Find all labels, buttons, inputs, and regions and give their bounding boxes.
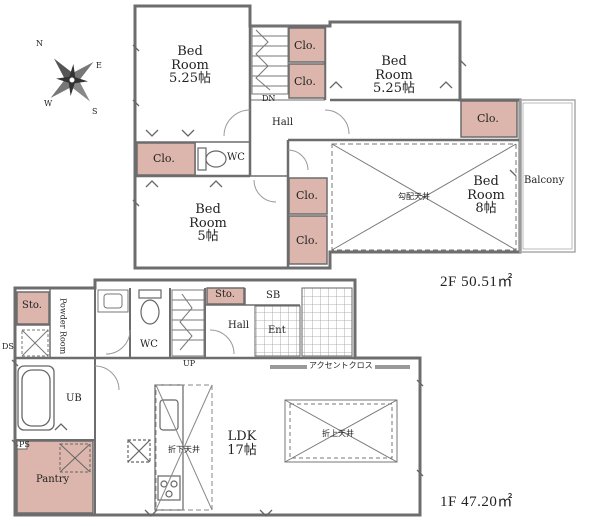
- balcony-label: Balcony: [524, 175, 565, 186]
- wc-1f: WC: [140, 339, 158, 350]
- stairs-up-label: UP: [183, 359, 196, 368]
- wc-2f: WC: [227, 152, 245, 163]
- ldk-size: 17帖: [227, 442, 257, 458]
- bed-room-nw: Bed Room 5.25帖: [160, 45, 220, 86]
- closet-2f-5: Clo.: [296, 189, 318, 202]
- second-floor-stairs: [251, 25, 289, 95]
- floor1-area-summary: 1F 47.20㎡: [440, 494, 513, 510]
- bed-room-ne-size: 5.25帖: [373, 81, 415, 97]
- bed-room-ne-name: Bed Room: [375, 54, 413, 83]
- ldk-label: LDK 17帖: [218, 430, 266, 457]
- entrance-tiles: [254, 287, 353, 357]
- powder-room-label: Powder Room: [58, 298, 68, 355]
- vaulted-ceiling-note: 勾配天井: [398, 192, 430, 201]
- raised-ceiling-note: 折上天井: [322, 429, 354, 438]
- closet-2f-4: Clo.: [477, 112, 499, 125]
- ldk-name: LDK: [227, 429, 257, 444]
- drop-ceiling-note: 折下天井: [168, 445, 200, 454]
- ldk-raised-ceiling: [284, 399, 398, 463]
- bed-room-nw-size: 5.25帖: [169, 71, 211, 87]
- second-floor-walls: [133, 4, 522, 270]
- closet-2f-2: Clo.: [294, 75, 316, 88]
- powder-room-fixtures: [21, 289, 129, 357]
- bed-room-ne: Bed Room 5.25帖: [364, 55, 424, 96]
- bed-room-main-name: Bed Room: [467, 174, 505, 203]
- pipe-space-label: PS: [19, 440, 30, 449]
- unit-bath-label: UB: [66, 393, 82, 404]
- bath-tub: [17, 365, 55, 431]
- stairs-down-label: DN: [262, 94, 276, 103]
- compass-w: W: [44, 99, 53, 108]
- second-floor-closets: [136, 27, 518, 265]
- floor2-area-summary: 2F 50.51㎡: [440, 274, 513, 290]
- second-floor-door-swings: [223, 109, 350, 203]
- first-floor-window-marks: [11, 359, 424, 517]
- compass-e: E: [96, 61, 102, 70]
- first-floor-toilet: [138, 289, 162, 325]
- hall-1f: Hall: [228, 320, 250, 331]
- compass-n: N: [36, 39, 43, 48]
- closet-2f-3: Clo.: [153, 152, 175, 165]
- hall-2f: Hall: [272, 117, 294, 128]
- pantry-fixture: [16, 440, 91, 473]
- closet-2f-6: Clo.: [296, 234, 318, 247]
- bed-room-main-size: 8帖: [475, 201, 497, 217]
- balcony-outline: [519, 99, 576, 253]
- bed-room-nw-name: Bed Room: [171, 44, 209, 73]
- storage-1f-hall: Sto.: [215, 289, 235, 300]
- entrance-label: Ent: [268, 325, 286, 336]
- bed-room-main: Bed Room 8帖: [458, 175, 514, 216]
- bed-room-sw-size: 5帖: [197, 229, 219, 245]
- compass-s: S: [92, 107, 98, 116]
- bed-room-sw: Bed Room 5帖: [180, 203, 236, 244]
- second-floor-toilet: [197, 147, 227, 171]
- pantry-label: Pantry: [36, 474, 70, 485]
- accent-cross-label: アクセントクロス: [307, 361, 375, 371]
- bed-room-sw-name: Bed Room: [189, 202, 227, 231]
- duct-space-label: DS: [2, 342, 14, 351]
- closet-2f-1: Clo.: [294, 39, 316, 52]
- vaulted-ceiling-marks: [331, 143, 517, 251]
- compass-rose: [50, 58, 94, 102]
- second-floor-window-marks: [132, 44, 517, 207]
- first-floor-door-swings: [94, 329, 235, 391]
- shoe-box-label: SB: [266, 290, 281, 301]
- storage-1f-left: Sto.: [22, 300, 42, 311]
- first-floor-stairs: [171, 289, 205, 357]
- kitchen-drop-ceiling: [155, 384, 213, 511]
